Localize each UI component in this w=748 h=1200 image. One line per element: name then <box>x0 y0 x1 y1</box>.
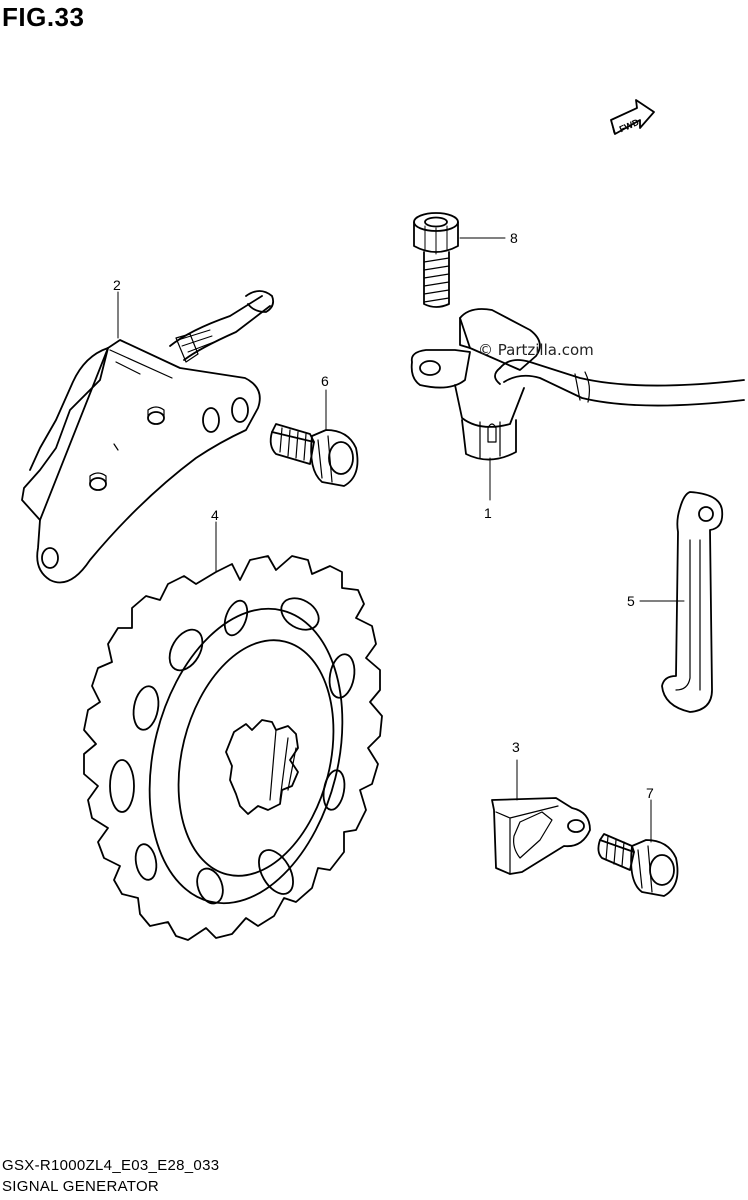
callout-6: 6 <box>321 373 329 389</box>
part-5-clamp <box>661 491 724 713</box>
model-code: GSX-R1000ZL4_E03_E28_033 <box>2 1157 220 1174</box>
part-3-bracket <box>491 797 591 875</box>
part-6-bolt <box>269 423 359 487</box>
callout-2: 2 <box>113 277 121 293</box>
callout-1: 1 <box>484 505 492 521</box>
callout-5: 5 <box>627 593 635 609</box>
part-4-rotor <box>83 555 383 941</box>
fwd-arrow-icon: FWD <box>610 99 655 135</box>
part-8-bolt <box>413 212 459 308</box>
watermark: © Partzilla.com <box>478 341 594 359</box>
part-1-sensor <box>410 308 745 461</box>
figure-title: FIG.33 <box>2 2 85 32</box>
footer: GSX-R1000ZL4_E03_E28_033 SIGNAL GENERATO… <box>2 1155 219 1197</box>
part-2-stator <box>21 290 275 584</box>
part-7-bolt <box>597 833 679 897</box>
callout-8: 8 <box>510 230 518 246</box>
diagram-name: SIGNAL GENERATOR <box>2 1178 160 1195</box>
callout-4: 4 <box>211 507 219 523</box>
callout-7: 7 <box>646 785 654 801</box>
callout-3: 3 <box>512 739 520 755</box>
